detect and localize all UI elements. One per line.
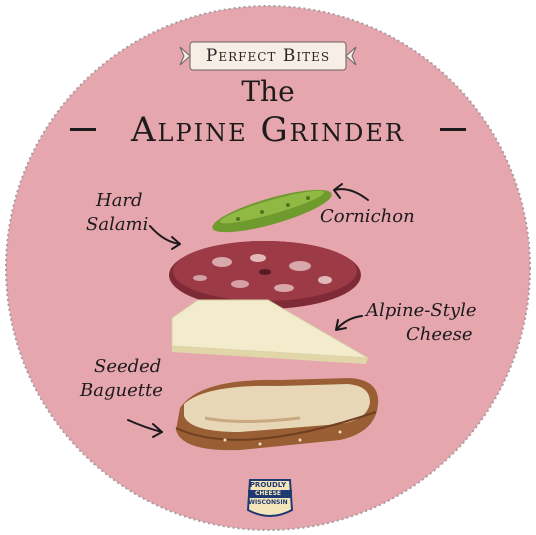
- cornichon-label: Cornichon: [320, 206, 415, 227]
- logo-line-proudly: PROUDLY: [0, 481, 536, 489]
- title-prefix: The: [0, 75, 536, 108]
- perfect-bites-label: Perfect Bites: [0, 46, 536, 66]
- page-title: Alpine Grinder: [0, 110, 536, 150]
- logo-line-wisconsin: WISCONSIN: [0, 499, 536, 506]
- logo-line-cheese: CHEESE: [0, 490, 536, 497]
- baguette-label-line1: Seeded: [94, 356, 161, 377]
- baguette-label-line2: Baguette: [80, 380, 163, 401]
- salami-illustration: [169, 241, 361, 309]
- cheese-label-line1: Alpine-Style: [366, 300, 477, 321]
- salami-label-line1: Hard: [96, 190, 143, 211]
- cheese-label-line2: Cheese: [406, 324, 473, 345]
- salami-label-line2: Salami: [86, 214, 148, 235]
